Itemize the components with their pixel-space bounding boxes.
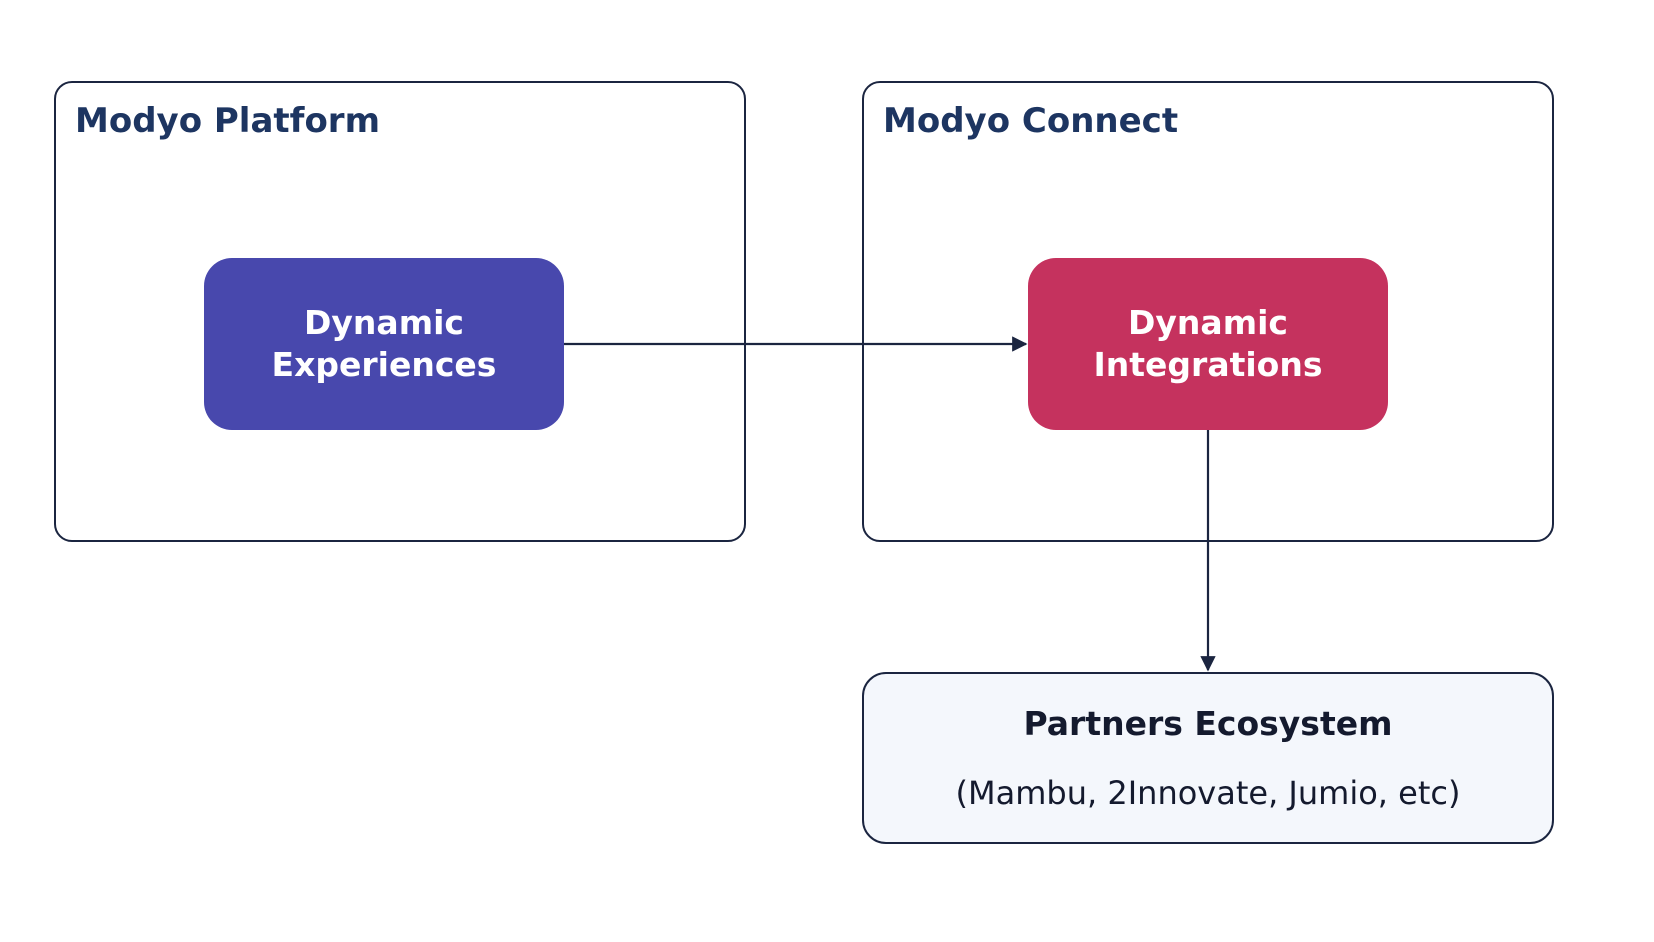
modyo-connect-title: Modyo Connect [883,101,1179,141]
dynamic-experiences-node: Dynamic Experiences [204,258,564,430]
dynamic-experiences-label-line2: Experiences [271,345,497,384]
dynamic-experiences-label-line1: Dynamic [304,303,464,342]
modyo-platform-title: Modyo Platform [75,101,381,141]
partners-ecosystem-node: Partners Ecosystem (Mambu, 2Innovate, Ju… [862,672,1554,844]
dynamic-integrations-node: Dynamic Integrations [1028,258,1388,430]
dynamic-integrations-label-line1: Dynamic [1128,303,1288,342]
partners-ecosystem-title: Partners Ecosystem [1023,704,1393,743]
partners-ecosystem-list: (Mambu, 2Innovate, Jumio, etc) [955,774,1461,812]
dynamic-integrations-label-line2: Integrations [1093,345,1323,384]
